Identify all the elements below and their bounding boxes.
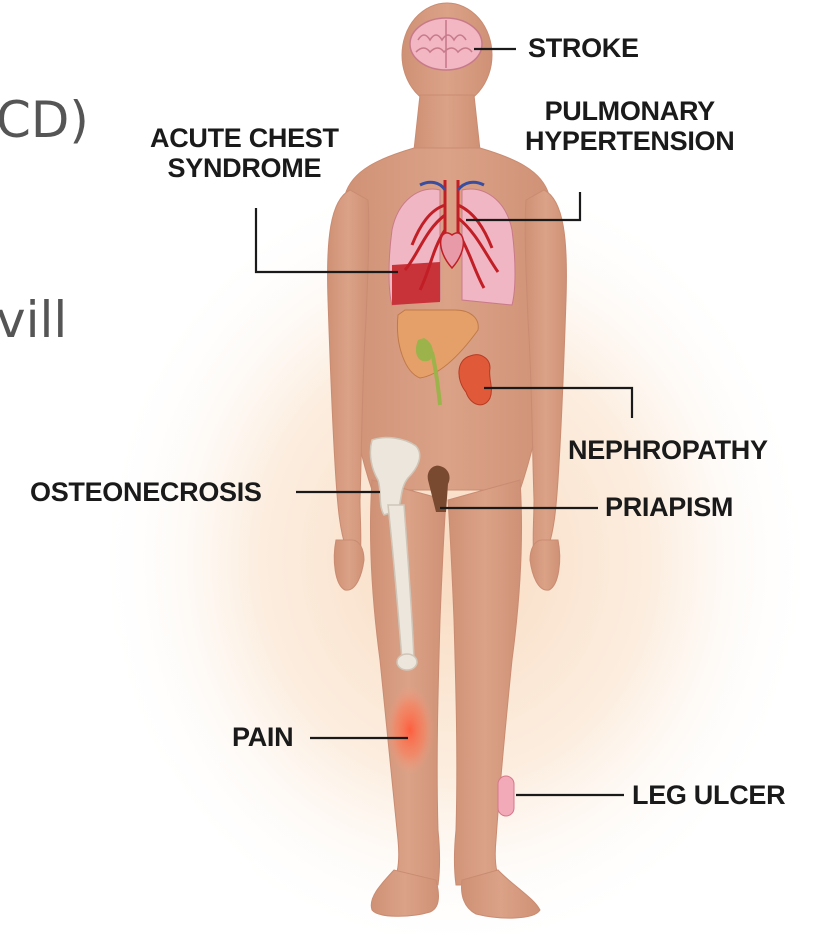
acute-chest-area	[392, 262, 440, 305]
label-pulmonary-hypertension: PULMONARY HYPERTENSION	[525, 96, 734, 156]
label-nephropathy: NEPHROPATHY	[568, 435, 768, 465]
label-pulmonary-line1: PULMONARY	[525, 96, 734, 126]
label-osteonecrosis: OSTEONECROSIS	[30, 477, 262, 507]
label-stroke: STROKE	[528, 33, 639, 63]
pain-glow	[386, 686, 434, 774]
label-pain: PAIN	[232, 722, 293, 752]
label-acute-chest-syndrome: ACUTE CHEST SYNDROME	[150, 123, 339, 183]
brain-organ	[410, 18, 482, 70]
label-acute-chest-line1: ACUTE CHEST	[150, 123, 339, 153]
label-leg-ulcer: LEG ULCER	[632, 780, 785, 810]
label-priapism: PRIAPISM	[605, 492, 733, 522]
leg-ulcer-mark	[498, 776, 514, 816]
label-pulmonary-line2: HYPERTENSION	[525, 126, 734, 156]
label-acute-chest-line2: SYNDROME	[150, 153, 339, 183]
